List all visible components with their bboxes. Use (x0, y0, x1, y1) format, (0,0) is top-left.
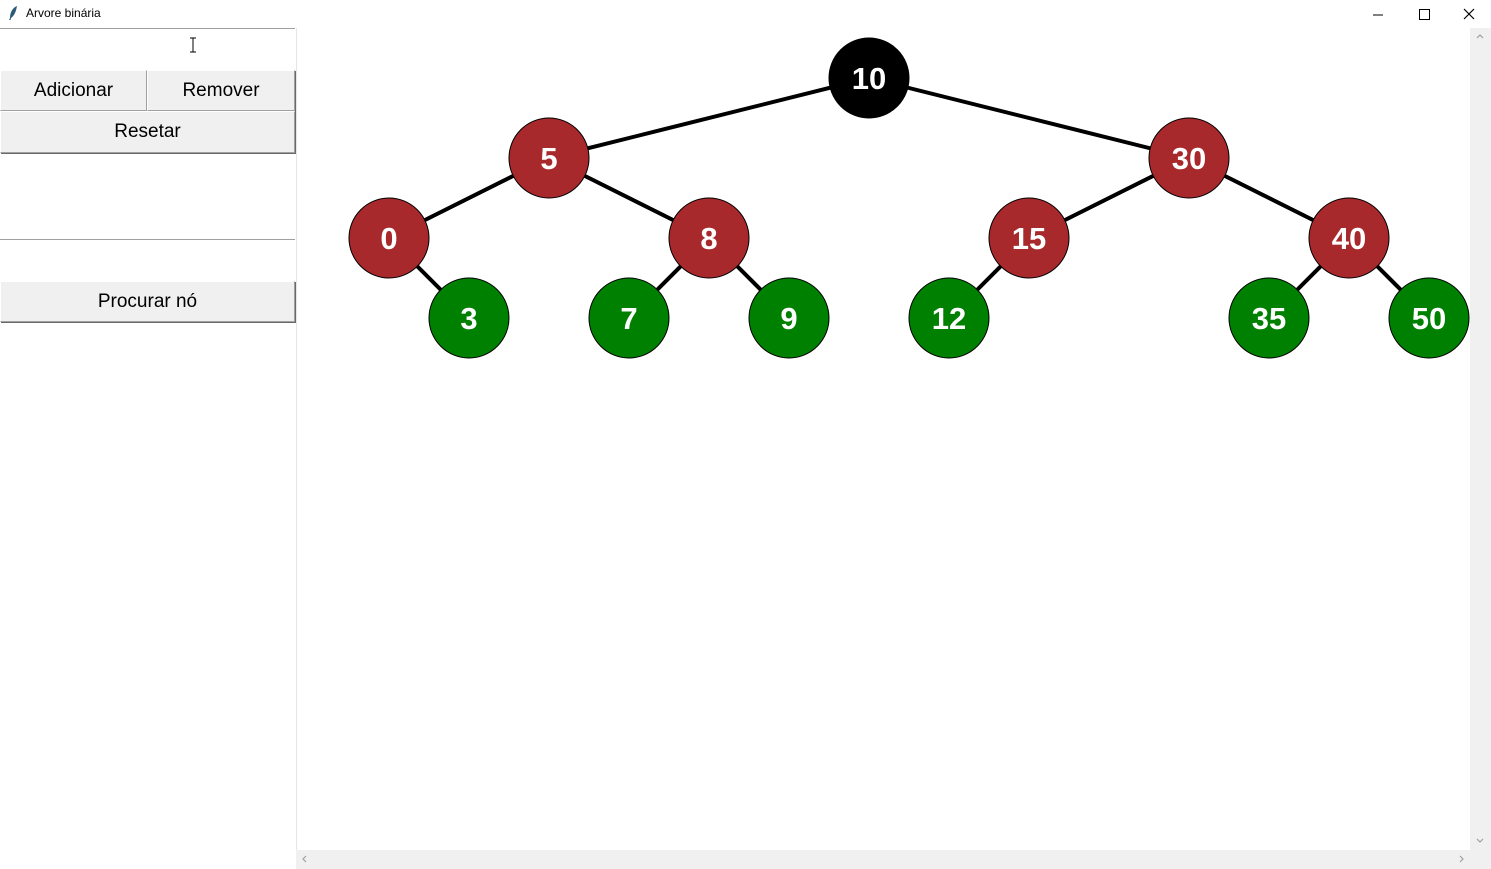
tree-node-circle (508, 117, 590, 199)
tree-node-circle (988, 197, 1070, 279)
control-panel: Adicionar Remover Resetar Procurar nó (0, 28, 296, 869)
tree-node-circle (908, 277, 990, 359)
tree-node: 40 (1308, 197, 1390, 279)
tree-node: 10 (828, 37, 910, 119)
tree-node-circle (748, 277, 830, 359)
tree-node-circle (348, 197, 430, 279)
search-button[interactable]: Procurar nó (0, 281, 295, 322)
minimize-button[interactable] (1355, 0, 1401, 28)
tree-node: 12 (908, 277, 990, 359)
tree-node-circle (588, 277, 670, 359)
tree-node-label: 30 (1172, 141, 1206, 176)
scroll-right-icon[interactable] (1457, 854, 1467, 864)
tree-node: 3 (428, 277, 510, 359)
tree-node-circle (428, 277, 510, 359)
tree-node: 8 (668, 197, 750, 279)
scroll-down-icon[interactable] (1475, 836, 1485, 846)
tree-edge (548, 76, 870, 160)
tree-node: 30 (1148, 117, 1230, 199)
scroll-left-icon[interactable] (299, 854, 309, 864)
text-cursor-icon (190, 37, 196, 53)
maximize-icon (1418, 8, 1430, 20)
tree-node-label: 40 (1332, 221, 1366, 256)
maximize-button[interactable] (1401, 0, 1447, 28)
tree-node-label: 7 (620, 301, 637, 336)
title-bar: Arvore binária (0, 0, 1491, 28)
tree-node-label: 35 (1252, 301, 1286, 336)
tree-diagram: 10 5 30 0 8 15 40 3 7 9 12 35 50 (348, 37, 1470, 359)
vertical-scrollbar[interactable] (1470, 28, 1491, 850)
reset-button[interactable]: Resetar (0, 111, 295, 153)
feather-icon (9, 6, 17, 20)
tree-node: 15 (988, 197, 1070, 279)
tree-node-label: 3 (460, 301, 477, 336)
close-button[interactable] (1446, 0, 1491, 28)
tree-edge (868, 76, 1190, 160)
tree-node-label: 8 (700, 221, 717, 256)
window-title: Arvore binária (26, 6, 101, 20)
horizontal-scrollbar[interactable] (296, 850, 1470, 869)
tree-node: 0 (348, 197, 430, 279)
value-input[interactable] (0, 30, 295, 68)
canvas-border (296, 28, 297, 850)
close-icon (1463, 8, 1475, 20)
tree-node: 5 (508, 117, 590, 199)
tree-node-label: 5 (540, 141, 557, 176)
tree-node-circle (1308, 197, 1390, 279)
divider (0, 239, 295, 240)
remove-button[interactable]: Remover (147, 70, 295, 111)
tree-node: 50 (1388, 277, 1470, 359)
tree-node-circle (1228, 277, 1310, 359)
search-input[interactable] (0, 241, 295, 279)
tree-node-circle (668, 197, 750, 279)
tree-node-label: 10 (852, 61, 886, 96)
tree-node-label: 12 (932, 301, 966, 336)
divider (0, 28, 295, 29)
tree-node: 35 (1228, 277, 1310, 359)
tree-canvas[interactable]: 10 5 30 0 8 15 40 3 7 9 12 35 50 (296, 28, 1491, 869)
scroll-up-icon[interactable] (1475, 31, 1485, 41)
tree-node-circle (1388, 277, 1470, 359)
tree-node-circle (828, 37, 910, 119)
tree-node-circle (1148, 117, 1230, 199)
tree-node-label: 50 (1412, 301, 1446, 336)
add-button[interactable]: Adicionar (0, 70, 147, 111)
scroll-corner (1470, 850, 1491, 869)
tree-node-label: 0 (380, 221, 397, 256)
minimize-icon (1372, 14, 1383, 15)
tree-node-label: 9 (780, 301, 797, 336)
tree-node-label: 15 (1012, 221, 1046, 256)
tree-node: 7 (588, 277, 670, 359)
vertical-scroll-thumb[interactable] (1474, 42, 1487, 848)
tree-node: 9 (748, 277, 830, 359)
